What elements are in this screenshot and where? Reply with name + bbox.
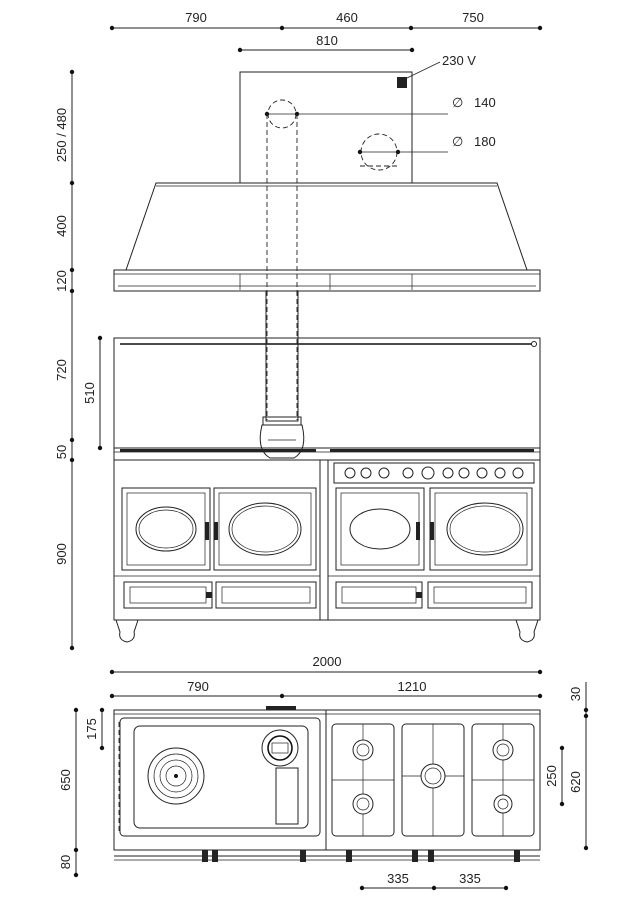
control-knobs <box>344 466 524 480</box>
dim-dia-180: 180 <box>474 134 496 149</box>
splashback-panel <box>113 290 541 459</box>
solid-fuel-hotplate <box>118 717 321 837</box>
dim-plan-335b: 335 <box>459 871 481 886</box>
dim-top-middle: 460 <box>336 10 358 25</box>
dim-plan-175: 175 <box>84 718 99 740</box>
plan-dimension-lines <box>73 669 589 891</box>
hood-canopy <box>113 182 541 292</box>
dim-plan-250: 250 <box>544 765 559 787</box>
left-vertical-dimension-lines <box>69 69 103 651</box>
dim-h-250-480: 250 / 480 <box>54 108 69 162</box>
dim-h-900: 900 <box>54 543 69 565</box>
dim-h-50: 50 <box>54 445 69 459</box>
gas-burners <box>331 723 535 837</box>
dim-plan-335a: 335 <box>387 871 409 886</box>
cooker-plan-view <box>113 706 541 862</box>
dim-plan-30: 30 <box>568 687 583 701</box>
diameter-symbol-140: ∅ <box>452 95 463 110</box>
hood-chimney <box>239 61 448 184</box>
dim-h-720: 720 <box>54 359 69 381</box>
dim-dia-140: 140 <box>474 95 496 110</box>
cooker-front <box>113 447 541 643</box>
top-dimension-lines <box>109 25 543 53</box>
dim-top-right: 750 <box>462 10 484 25</box>
dim-h-510: 510 <box>82 382 97 404</box>
diameter-symbol-180: ∅ <box>452 134 463 149</box>
flue-pipe-dashed <box>266 114 298 295</box>
dim-plan-650: 650 <box>58 769 73 791</box>
dim-total-width: 2000 <box>313 654 342 669</box>
dim-top-left: 790 <box>185 10 207 25</box>
dim-plan-80: 80 <box>58 855 73 869</box>
voltage-label: 230 V <box>442 53 476 68</box>
dim-hood-top: 810 <box>316 33 338 48</box>
dim-plan-left: 790 <box>187 679 209 694</box>
dim-plan-right: 1210 <box>398 679 427 694</box>
dim-plan-620: 620 <box>568 771 583 793</box>
dim-h-120: 120 <box>54 270 69 292</box>
dim-h-400: 400 <box>54 215 69 237</box>
